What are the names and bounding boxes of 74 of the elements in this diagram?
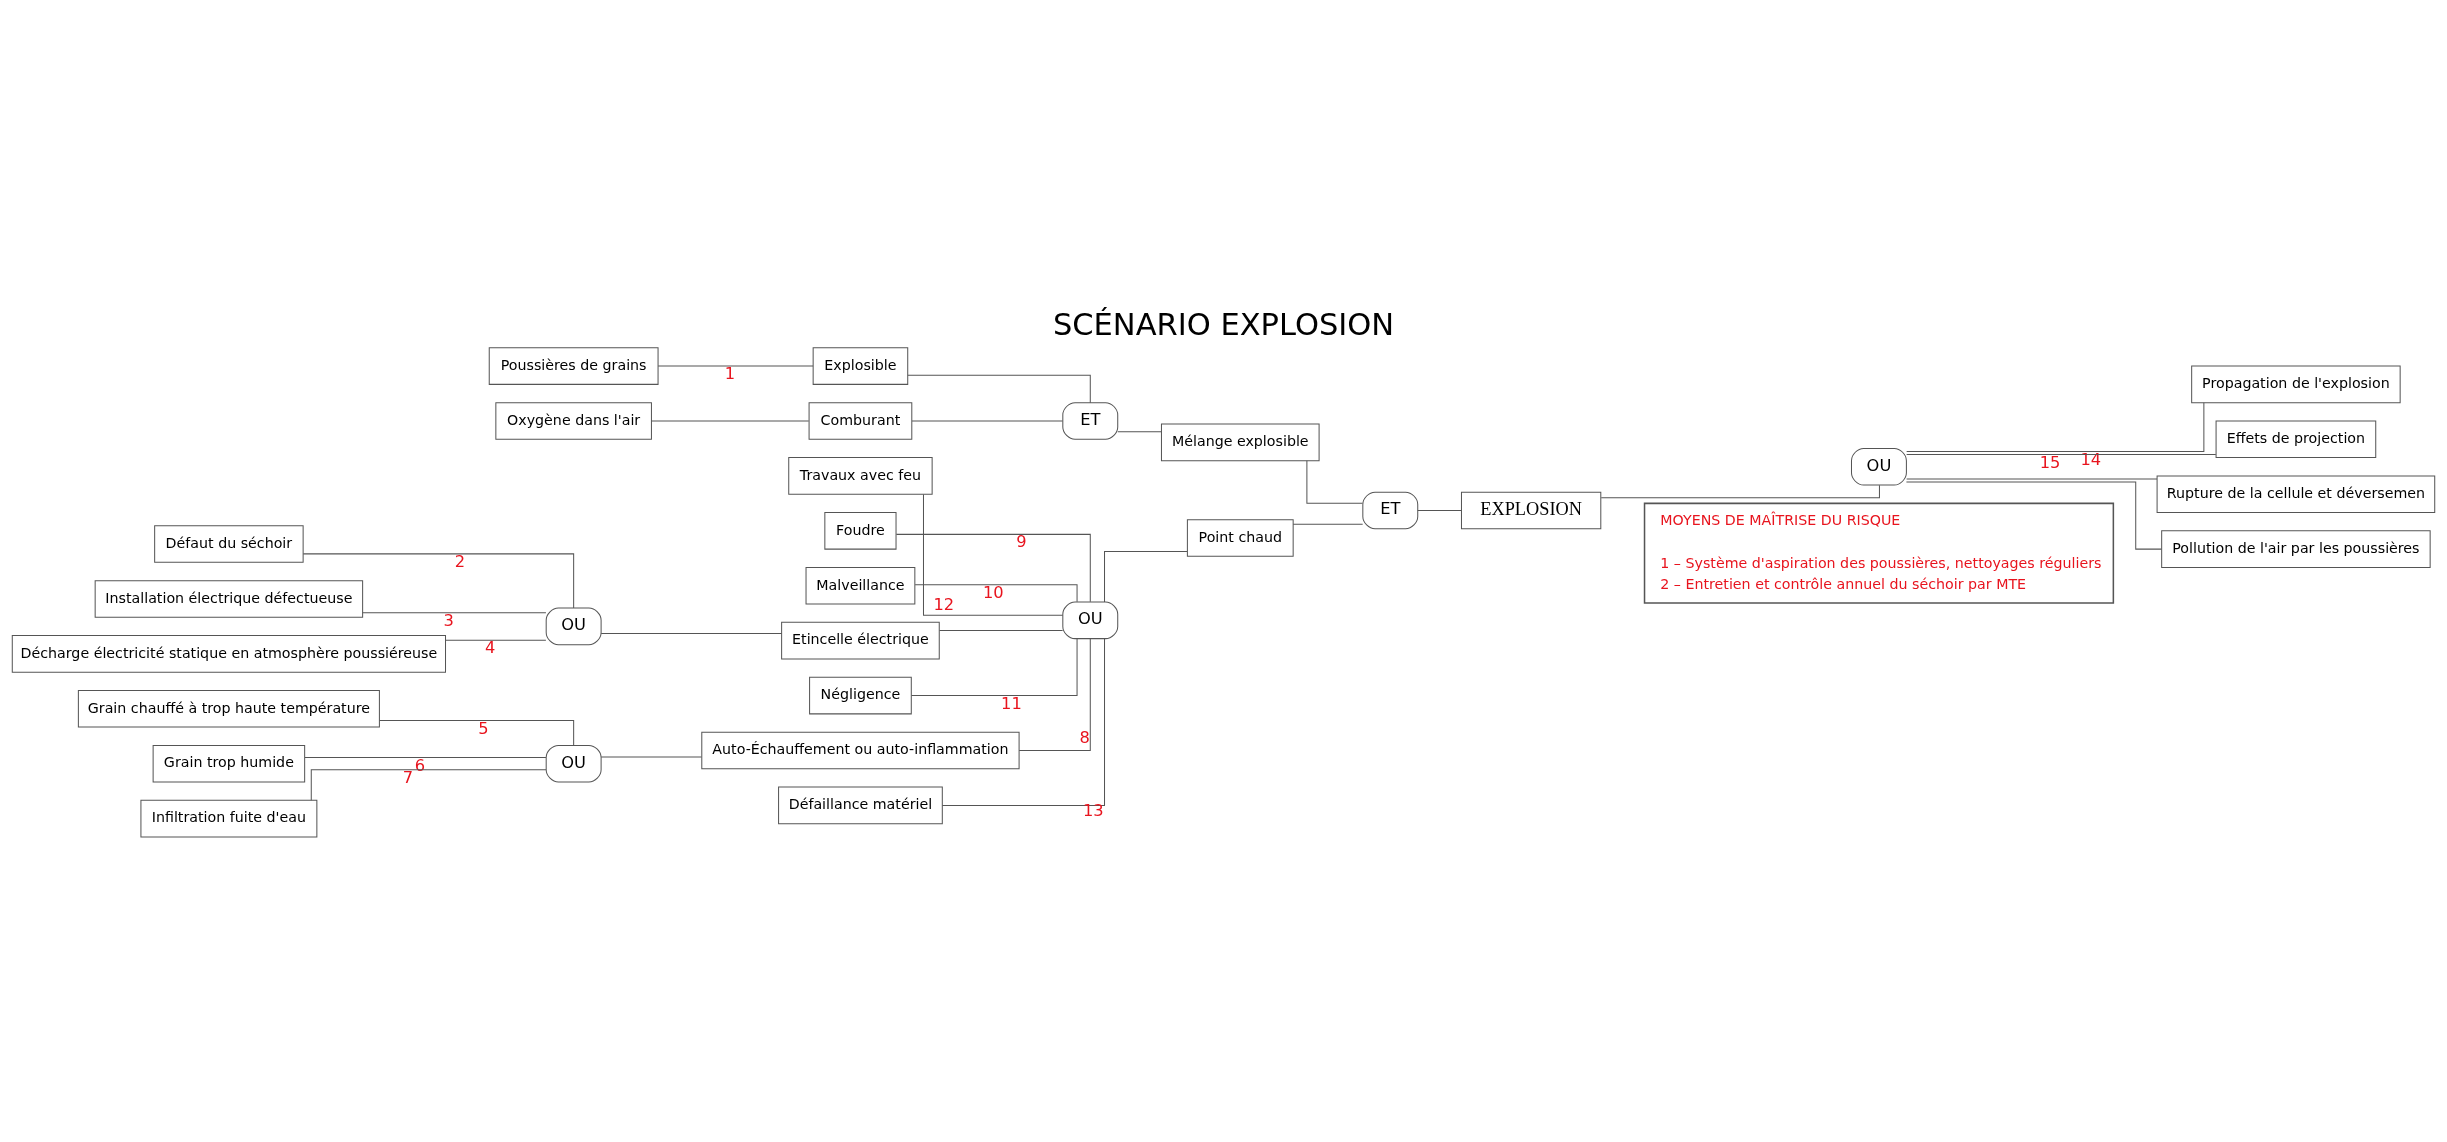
connector <box>1117 430 1162 432</box>
node-box: Etincelle électrique <box>781 621 940 659</box>
connector <box>911 637 1078 696</box>
node-box: Rupture de la cellule et déversemen <box>2156 474 2436 513</box>
node-box: Travaux avec feu <box>788 456 933 495</box>
connector <box>914 583 1078 602</box>
connector <box>362 611 547 613</box>
node-box: Poussières de grains <box>488 346 659 385</box>
diagram-title: SCÉNARIO EXPLOSION <box>1052 306 1395 342</box>
edge-label: 13 <box>1082 800 1104 820</box>
connector <box>1018 637 1091 751</box>
node-box: OU <box>545 744 602 783</box>
node-box: OU <box>1062 601 1119 639</box>
node-box: OU <box>545 607 602 645</box>
node-box: Propagation de l'explosion <box>2191 365 2401 403</box>
edge-label: 9 <box>1016 531 1027 551</box>
edge-label: 11 <box>1001 693 1022 713</box>
connector <box>310 768 547 801</box>
connector <box>1906 401 2205 452</box>
connector <box>939 629 1064 631</box>
node-box: Mélange explosible <box>1160 423 1320 461</box>
node-box: Défaut du séchoir <box>154 524 304 563</box>
edge-label: 4 <box>485 637 496 657</box>
node-box: Décharge électricité statique en atmosphère poussiéreuse <box>11 634 446 673</box>
connector <box>600 632 783 634</box>
connector <box>907 374 1091 403</box>
connector <box>379 719 575 746</box>
connector <box>941 637 1105 806</box>
edge-label: 12 <box>933 594 955 614</box>
node-box: EXPLOSION <box>1460 491 1602 529</box>
edge-label: 6 <box>414 755 426 775</box>
node-box: Malveillance <box>805 566 916 605</box>
connector <box>895 533 1091 602</box>
connector <box>923 493 1064 616</box>
connector <box>600 756 702 758</box>
node-box: Infiltration fuite d'eau <box>140 799 318 837</box>
connector <box>911 420 1064 421</box>
node-box: Oxygène dans l'air <box>495 401 652 440</box>
node-box: Installation électrique défectueuse <box>94 579 364 618</box>
node-box: Auto-Échauffement ou auto-inflammation <box>701 731 1020 769</box>
node-box: ET <box>1362 491 1419 529</box>
node-box: Défaillance matériel <box>778 786 943 824</box>
node-box: Grain chauffé à trop haute température <box>77 689 380 728</box>
node-box: Point chaud <box>1186 518 1294 557</box>
edge-label: 7 <box>402 767 414 787</box>
edge-label: 5 <box>478 718 489 738</box>
edge-label: 3 <box>443 610 454 630</box>
node-box: Explosible <box>812 346 909 385</box>
node-box: Comburant <box>808 401 913 440</box>
node-box: Pollution de l'air par les poussières <box>2161 529 2431 568</box>
connector <box>1417 509 1462 511</box>
connector <box>304 756 547 758</box>
connector <box>1292 523 1364 525</box>
node-box: OU <box>1851 447 1907 486</box>
connector <box>1600 484 1880 498</box>
connector <box>1306 459 1364 504</box>
node-box: MOYENS DE MAÎTRISE DU RISQUE 1 – Système d'aspiration des poussières, nettoyages réguliers 2 – Entretien et contrôle annuel du séchoir par MTE <box>1643 502 2115 604</box>
edge-label: 8 <box>1079 727 1090 747</box>
connector <box>302 552 575 609</box>
edge-label: 2 <box>454 551 466 571</box>
connector <box>445 639 547 641</box>
node-box: Foudre <box>824 511 897 550</box>
node-box: ET <box>1062 401 1119 440</box>
edge-label: 10 <box>983 582 1004 602</box>
node-box: Négligence <box>809 676 912 714</box>
connector <box>657 365 814 367</box>
node-box: Grain trop humide <box>152 744 306 783</box>
connector <box>1906 453 2217 455</box>
edge-label: 1 <box>724 363 736 383</box>
node-box: Effets de projection <box>2215 420 2377 458</box>
connector <box>651 420 810 421</box>
edge-label: 15 <box>2039 452 2061 472</box>
connector <box>1906 477 2158 479</box>
connector <box>1104 550 1188 602</box>
